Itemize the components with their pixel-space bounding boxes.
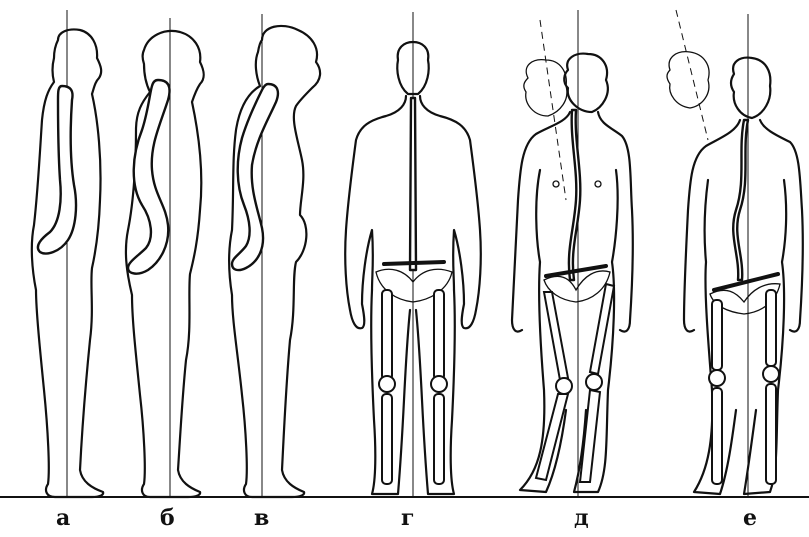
femur-left-d — [544, 292, 568, 380]
knee-left-e — [709, 370, 725, 386]
tilt-line-e — [676, 10, 708, 140]
spine-g — [410, 98, 416, 270]
panel-label-a: а — [56, 507, 70, 529]
figure-b-side-curved — [126, 18, 204, 497]
knee-left-d — [556, 378, 572, 394]
spine-e — [733, 120, 748, 280]
pelvis-line-e — [714, 274, 778, 290]
tibia-left-d — [536, 394, 568, 480]
panel-label-v: в — [254, 507, 269, 529]
pelvis-line-g — [384, 262, 444, 264]
knee-right-g — [431, 376, 447, 392]
knee-left-g — [379, 376, 395, 392]
head-d — [564, 54, 608, 112]
femur-left-e — [712, 300, 722, 370]
spine-b — [128, 80, 170, 274]
panel-label-g: г — [401, 507, 414, 529]
spine-d — [569, 110, 580, 280]
figure-v-side-kyphotic — [229, 14, 320, 497]
tilt-line-d — [540, 20, 566, 200]
femur-left-g — [382, 290, 392, 380]
figure-g-back-normal — [345, 12, 481, 497]
femur-right-g — [434, 290, 444, 380]
knee-right-d — [586, 374, 602, 390]
tibia-left-g — [382, 394, 392, 484]
figure-d-front-tilted — [512, 10, 633, 497]
panel-label-d: д — [574, 507, 589, 529]
chest-left-d — [553, 181, 559, 187]
knee-right-e — [763, 366, 779, 382]
tibia-right-e — [766, 384, 776, 484]
panel-label-b: б — [160, 507, 175, 529]
figure-e-back-scoliotic — [667, 10, 803, 497]
tibia-right-g — [434, 394, 444, 484]
chest-right-d — [595, 181, 601, 187]
femur-right-e — [766, 290, 776, 366]
figure-a-side-normal — [32, 10, 103, 497]
spine-v — [232, 84, 278, 270]
tibia-left-e — [712, 388, 722, 484]
head-e — [731, 58, 770, 118]
pelvis-line-d — [546, 266, 606, 276]
head-ghost-d — [524, 60, 567, 116]
panel-label-e: е — [743, 507, 757, 529]
